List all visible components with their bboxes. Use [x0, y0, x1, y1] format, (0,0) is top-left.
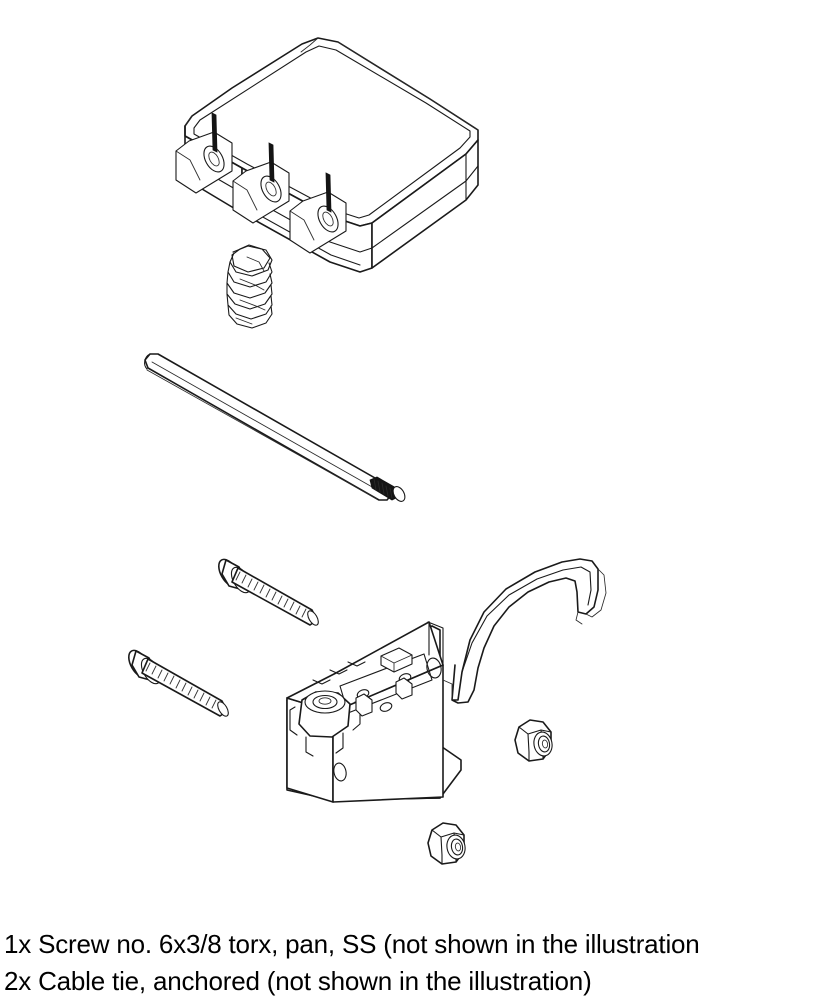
part-rod-shaft: [144, 353, 406, 502]
hinge-barrel-1: [175, 131, 233, 194]
part-nut-lower: [427, 822, 466, 865]
rod-knurl: [369, 476, 406, 502]
hinge-barrel-2: [232, 161, 290, 224]
illustration-canvas: [127, 37, 607, 865]
bracket-curved-arm: [451, 558, 607, 704]
part-housing-cover: [175, 37, 479, 273]
part-compression-spring: [226, 244, 273, 329]
bracket-boss: [289, 690, 361, 757]
parts-notes-block: 1x Screw no. 6x3/8 torx, pan, SS (not sh…: [0, 915, 828, 1000]
part-screw-lower: [127, 649, 229, 717]
hinge-barrel-3: [289, 191, 347, 254]
part-nut-upper: [514, 719, 553, 762]
note-line-cable-tie: 2x Cable tie, anchored (not shown in the…: [4, 966, 592, 996]
note-line-screw: 1x Screw no. 6x3/8 torx, pan, SS (not sh…: [4, 929, 700, 959]
part-screw-upper: [217, 558, 319, 626]
bracket-top-details: [312, 647, 442, 717]
part-bracket-block: [286, 558, 607, 803]
